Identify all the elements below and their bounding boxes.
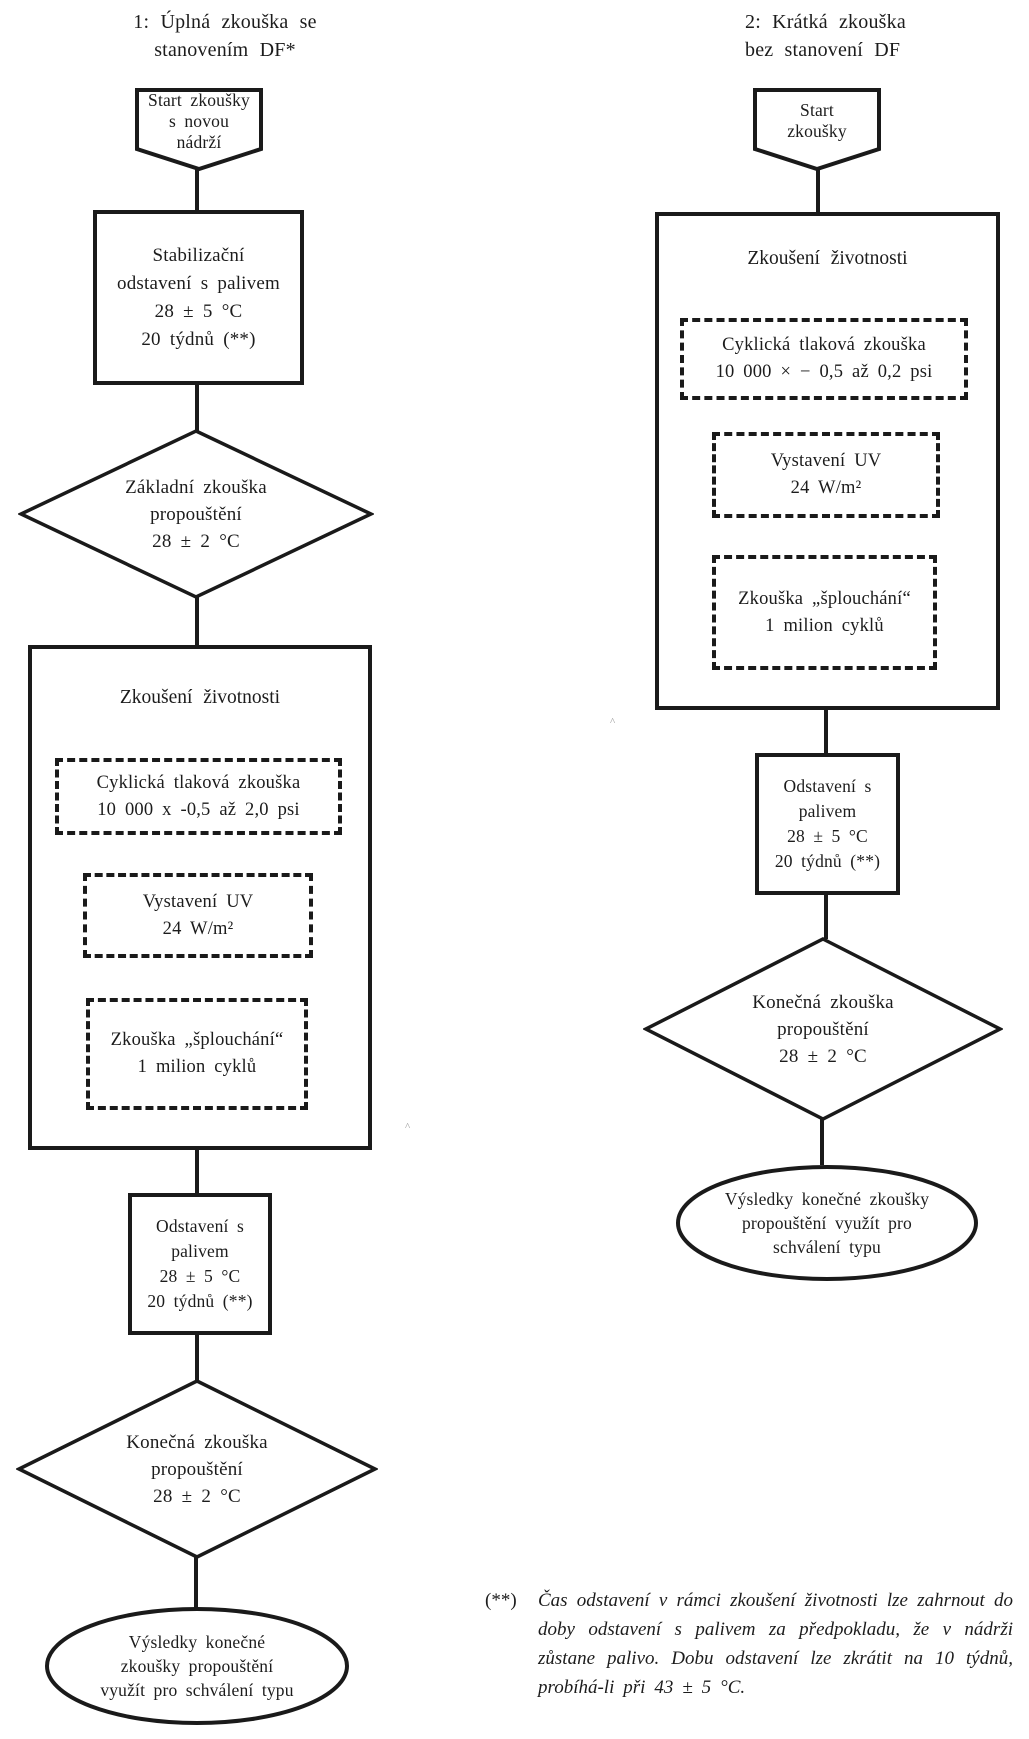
scan-artifact: ^ <box>405 1121 411 1133</box>
connector-flow2-start-to-durability <box>816 168 820 214</box>
connector-flow1-final-leak-to-result <box>194 1556 198 1608</box>
flow2-start-terminal: Start zkoušky <box>753 88 881 172</box>
flow2-fuel-soak-box: Odstavení s palivem 28 ± 5 °C 20 týdnů (… <box>755 753 900 895</box>
flow2-fuel-soak-label: Odstavení s palivem 28 ± 5 °C 20 týdnů (… <box>774 776 881 871</box>
flow2-final-leak-test-diamond: Konečná zkouška propouštění 28 ± 2 °C <box>643 936 1003 1122</box>
flow2-slosh-test-box: Zkouška „šplouchání“ 1 milion cyklů <box>712 555 937 670</box>
flow2-final-leak-test-label: Konečná zkouška propouštění 28 ± 2 °C <box>752 991 894 1067</box>
flow1-slosh-test-box: Zkouška „šplouchání“ 1 milion cyklů <box>86 998 308 1110</box>
flow1-start-terminal: Start zkoušky s novou nádrží <box>135 88 263 172</box>
flow1-durability-test-box: Zkoušení životnosti Cyklická tlaková zko… <box>28 645 372 1150</box>
flow1-uv-exposure-label: Vystavení UV 24 W/m² <box>142 891 254 939</box>
ellipse-shape <box>676 1165 978 1281</box>
connector-flow1-stabilization-to-initial-leak <box>195 383 199 432</box>
flow2-durability-test-label: Zkoušení životnosti <box>747 248 908 269</box>
pentagon-shape <box>135 88 263 172</box>
flow2-uv-exposure-box: Vystavení UV 24 W/m² <box>712 432 940 518</box>
flow1-final-leak-test-label: Konečná zkouška propouštění 28 ± 2 °C <box>126 1431 268 1507</box>
flow1-result-ellipse: Výsledky konečné zkoušky propouštění vyu… <box>43 1605 351 1727</box>
flow1-stabilization-box: Stabilizační odstavení s palivem 28 ± 5 … <box>93 210 304 385</box>
footnote-text: Čas odstavení v rámci zkoušení životnost… <box>538 1590 1013 1698</box>
footnote-marker: (**) <box>485 1590 517 1611</box>
flow2-durability-test-box: Zkoušení životnosti Cyklická tlaková zko… <box>655 212 1000 710</box>
flow1-initial-leak-test-diamond: Základní zkouška propouštění 28 ± 2 °C <box>18 428 374 600</box>
flow1-pressure-cycle-test-box: Cyklická tlaková zkouška 10 000 x -0,5 a… <box>55 758 342 835</box>
pentagon-shape <box>753 88 881 172</box>
diamond-shape <box>18 429 374 599</box>
connector-flow2-soak-to-final-leak <box>824 893 828 939</box>
flow1-initial-leak-test-label: Základní zkouška propouštění 28 ± 2 °C <box>125 476 267 552</box>
flow2-result-ellipse: Výsledky konečné zkoušky propouštění vyu… <box>674 1163 980 1283</box>
flow1-fuel-soak-box: Odstavení s palivem 28 ± 5 °C 20 týdnů (… <box>128 1193 272 1335</box>
flow1-durability-test-label: Zkoušení životnosti <box>119 687 281 708</box>
flow2-result-label: Výsledky konečné zkoušky propouštění vyu… <box>724 1189 930 1257</box>
flow1-slosh-test-label: Zkouška „šplouchání“ 1 milion cyklů <box>110 1030 284 1077</box>
connector-flow1-start-to-stabilization <box>195 168 199 216</box>
connector-flow2-durability-to-soak <box>824 708 828 755</box>
connector-flow1-initial-leak-to-durability <box>195 596 199 647</box>
scan-artifact: ^ <box>610 716 616 728</box>
diamond-shape <box>643 937 1003 1121</box>
connector-flow1-soak-to-final-leak <box>195 1333 199 1380</box>
flow2-slosh-test-label: Zkouška „šplouchání“ 1 milion cyklů <box>738 588 911 636</box>
flow1-fuel-soak-label: Odstavení s palivem 28 ± 5 °C 20 týdnů (… <box>147 1216 253 1311</box>
flow1-result-label: Výsledky konečné zkoušky propouštění vyu… <box>100 1632 294 1700</box>
flow1-stabilization-label: Stabilizační odstavení s palivem 28 ± 5 … <box>117 244 280 350</box>
flow1-final-leak-test-diamond: Konečná zkouška propouštění 28 ± 2 °C <box>16 1378 378 1560</box>
flowchart-1-title: 1: Úplná zkouška se stanovením DF* <box>133 11 317 61</box>
connector-flow1-durability-to-soak <box>195 1148 199 1195</box>
flow2-start-label: Start zkoušky <box>787 100 847 141</box>
flow1-pressure-cycle-test-label: Cyklická tlaková zkouška 10 000 x -0,5 a… <box>96 772 301 820</box>
flow2-pressure-cycle-test-label: Cyklická tlaková zkouška 10 000 × − 0,5 … <box>715 335 933 382</box>
flow2-pressure-cycle-test-box: Cyklická tlaková zkouška 10 000 × − 0,5 … <box>680 318 968 400</box>
flowchart-2-title: 2: Krátká zkouška bez stanovení DF <box>745 11 906 61</box>
ellipse-shape <box>45 1607 349 1725</box>
footnote: (**) Čas odstavení v rámci zkoušení živo… <box>485 1586 1013 1702</box>
flow1-uv-exposure-box: Vystavení UV 24 W/m² <box>83 873 313 958</box>
flow2-uv-exposure-label: Vystavení UV 24 W/m² <box>770 451 882 498</box>
diamond-shape <box>16 1379 378 1559</box>
connector-flow2-final-leak-to-result <box>820 1118 824 1165</box>
flow1-start-label: Start zkoušky s novou nádrží <box>148 89 250 152</box>
